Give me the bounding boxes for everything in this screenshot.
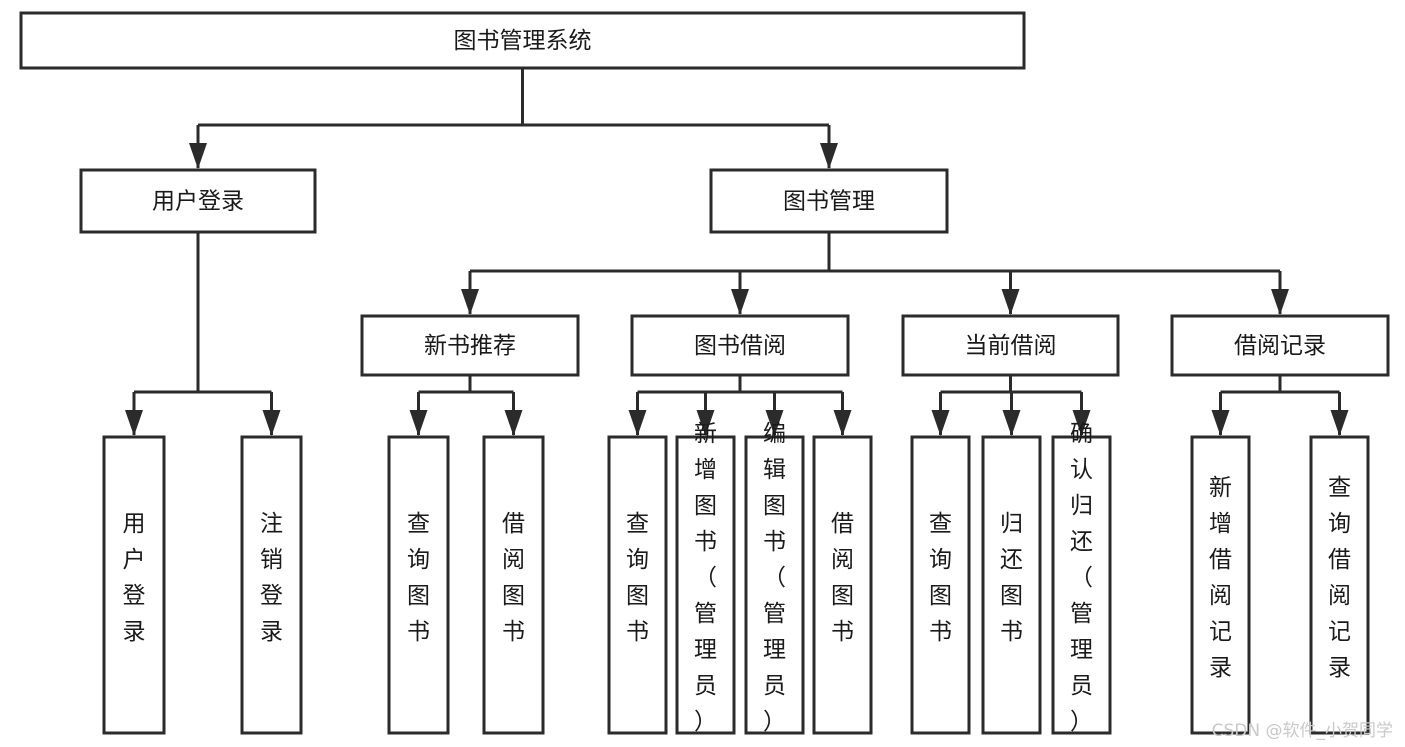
node-label-l3_3: 借阅记录 [1234, 333, 1326, 359]
node-label-leaf_9: 归还图书 [1000, 511, 1023, 645]
node-box-leaf_8 [910, 435, 971, 735]
node-l3_1[interactable]: 图书借阅 [630, 314, 850, 377]
node-leaf_9[interactable]: 归还图书 [981, 435, 1042, 735]
node-l2_1[interactable]: 图书管理 [709, 168, 949, 234]
node-box-leaf_7 [812, 435, 873, 735]
watermark-text: CSDN @软件_小贺同学 [1211, 721, 1393, 741]
node-leaf_5[interactable]: 新增图书（管理员） [675, 421, 736, 735]
node-leaf_6[interactable]: 编辑图书（管理员） [744, 421, 805, 735]
arrow-head-leaf_10 [1072, 410, 1091, 436]
connector-layer [125, 68, 1349, 436]
connector-group-root [189, 68, 838, 169]
node-l3_2[interactable]: 当前借阅 [901, 314, 1120, 377]
node-box-leaf_0 [102, 435, 166, 735]
node-l3_3[interactable]: 借阅记录 [1170, 314, 1390, 377]
arrow-head-l2_0 [189, 143, 207, 169]
node-label-leaf_0: 用户登录 [123, 511, 146, 645]
node-label-leaf_10: 确认归还（管理员） [1070, 421, 1093, 735]
node-box-leaf_12 [1309, 435, 1370, 735]
node-label-leaf_4: 查询图书 [626, 511, 649, 645]
arrow-head-leaf_12 [1330, 410, 1349, 436]
node-label-leaf_12: 查询借阅记录 [1328, 475, 1351, 681]
node-leaf_7[interactable]: 借阅图书 [812, 435, 873, 735]
node-box-l3_0 [360, 314, 580, 377]
arrow-head-leaf_9 [1002, 410, 1021, 436]
node-box-leaf_3 [482, 435, 545, 735]
node-root[interactable]: 图书管理系统 [19, 11, 1026, 70]
node-l3_0[interactable]: 新书推荐 [360, 314, 580, 377]
node-label-leaf_8: 查询图书 [929, 511, 952, 645]
node-leaf_10[interactable]: 确认归还（管理员） [1051, 421, 1112, 735]
node-box-l3_1 [630, 314, 850, 377]
node-leaf_3[interactable]: 借阅图书 [482, 435, 545, 735]
node-box-leaf_10 [1051, 435, 1112, 735]
arrow-head-leaf_4 [628, 410, 647, 436]
node-box-leaf_4 [607, 435, 668, 735]
node-label-l3_2: 当前借阅 [965, 333, 1057, 359]
node-l2_0[interactable]: 用户登录 [79, 168, 317, 234]
node-label-leaf_3: 借阅图书 [502, 511, 525, 645]
connector-group-l2_1 [461, 232, 1289, 315]
node-leaf_4[interactable]: 查询图书 [607, 435, 668, 735]
arrow-head-leaf_1 [262, 410, 281, 436]
node-box-l3_3 [1170, 314, 1390, 377]
node-label-leaf_11: 新增借阅记录 [1209, 475, 1232, 681]
node-leaf_2[interactable]: 查询图书 [387, 435, 450, 735]
connector-group-l2_0 [125, 232, 281, 436]
arrow-head-l3_2 [1001, 289, 1020, 315]
node-label-leaf_1: 注销登录 [260, 511, 283, 645]
arrow-head-leaf_11 [1211, 410, 1230, 436]
arrow-head-l2_1 [820, 143, 838, 169]
node-label-leaf_2: 查询图书 [407, 511, 430, 645]
arrow-head-l3_3 [1271, 289, 1289, 315]
arrow-head-leaf_8 [931, 410, 950, 436]
node-box-leaf_2 [387, 435, 450, 735]
node-box-leaf_1 [240, 435, 303, 735]
node-box-leaf_6 [744, 435, 805, 735]
arrow-head-l3_0 [461, 289, 479, 315]
arrow-head-leaf_7 [833, 410, 852, 436]
node-box-l3_2 [901, 314, 1120, 377]
node-leaf_1[interactable]: 注销登录 [240, 435, 303, 735]
node-leaf_12[interactable]: 查询借阅记录 [1309, 435, 1370, 735]
node-box-l2_1 [709, 168, 949, 234]
node-layer: 图书管理系统用户登录图书管理新书推荐图书借阅当前借阅借阅记录用户登录注销登录查询… [19, 11, 1390, 735]
arrow-head-leaf_3 [504, 410, 523, 436]
node-box-l2_0 [79, 168, 317, 234]
node-label-leaf_7: 借阅图书 [831, 511, 854, 645]
connector-group-l3_2 [931, 375, 1091, 436]
node-leaf_0[interactable]: 用户登录 [102, 435, 166, 735]
node-box-leaf_9 [981, 435, 1042, 735]
node-box-leaf_5 [675, 435, 736, 735]
node-label-l3_1: 图书借阅 [694, 333, 786, 359]
node-label-root: 图书管理系统 [454, 28, 592, 54]
arrow-head-leaf_0 [125, 410, 143, 436]
arrow-head-leaf_6 [765, 410, 784, 436]
arrow-head-leaf_2 [409, 410, 428, 436]
node-leaf_11[interactable]: 新增借阅记录 [1190, 435, 1251, 735]
node-leaf_8[interactable]: 查询图书 [910, 435, 971, 735]
node-label-l3_0: 新书推荐 [424, 333, 516, 359]
node-box-root [19, 11, 1026, 70]
connector-group-l3_0 [409, 375, 523, 436]
arrow-head-leaf_5 [696, 410, 715, 436]
connector-group-l3_1 [628, 375, 852, 436]
connector-group-l3_3 [1211, 375, 1349, 436]
node-label-leaf_6: 编辑图书（管理员） [763, 421, 786, 735]
node-label-l2_1: 图书管理 [783, 189, 875, 215]
node-box-leaf_11 [1190, 435, 1251, 735]
arrow-head-l3_1 [731, 289, 749, 315]
node-label-l2_0: 用户登录 [152, 189, 244, 215]
node-label-leaf_5: 新增图书（管理员） [694, 421, 717, 735]
